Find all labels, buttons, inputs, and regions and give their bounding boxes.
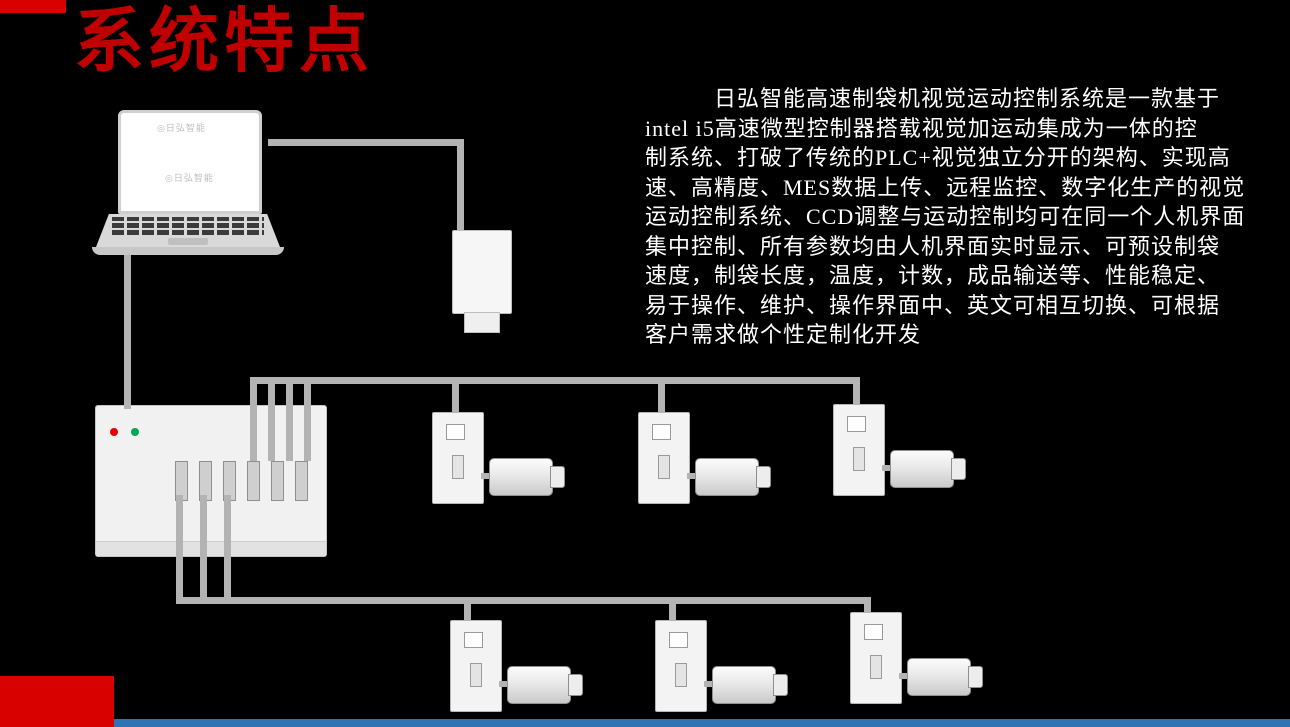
driver-display xyxy=(446,424,465,440)
driver-display xyxy=(652,424,671,440)
motor-shaft xyxy=(951,458,966,480)
driver-display xyxy=(847,416,866,432)
controller-bottom-panel xyxy=(96,541,326,556)
bus-cable-bottom xyxy=(176,597,871,604)
bottom-blue-bar xyxy=(114,719,1290,727)
camera-lens xyxy=(464,312,500,333)
power-led-red xyxy=(110,428,118,436)
servo-motor xyxy=(712,666,788,704)
watermark: ◎日弘智能 xyxy=(157,123,206,133)
driver-display xyxy=(669,632,688,648)
driver-connector xyxy=(470,663,482,687)
riser-cable-1 xyxy=(250,377,257,461)
motor-cable xyxy=(499,681,509,687)
down-cable-3 xyxy=(224,495,231,599)
motor-shaft xyxy=(568,674,583,696)
bottom-left-red-block xyxy=(0,676,114,727)
motor-shaft xyxy=(550,466,565,488)
description-line: 制系统、打破了传统的PLC+视觉独立分开的架构、实现高 xyxy=(645,145,1231,170)
status-led-green xyxy=(131,428,139,436)
description-line: 速度，制袋长度，温度，计数，成品输送等、性能稳定、 xyxy=(645,263,1221,288)
cable-laptop-to-camera-horizontal xyxy=(268,139,464,146)
io-slot xyxy=(271,461,284,501)
drive-unit-2 xyxy=(638,412,771,504)
description-line: 客户需求做个性定制化开发 xyxy=(645,322,922,347)
driver-display xyxy=(864,624,883,640)
servo-driver xyxy=(450,620,502,712)
camera-body xyxy=(452,230,512,314)
driver-connector xyxy=(675,663,687,687)
riser-cable-3 xyxy=(286,377,293,461)
motor-cable xyxy=(882,465,892,471)
servo-driver xyxy=(655,620,707,712)
drop-cable-driver-4 xyxy=(464,597,471,621)
servo-motor xyxy=(507,666,583,704)
drop-cable-driver-3 xyxy=(853,377,860,405)
servo-motor xyxy=(695,458,771,496)
description-line: 日弘智能高速制袋机视觉运动控制系统是一款基于 xyxy=(645,86,1221,111)
drop-cable-driver-5 xyxy=(669,597,676,621)
description-text: 日弘智能高速制袋机视觉运动控制系统是一款基于 intel i5高速微型控制器搭载… xyxy=(645,84,1290,350)
down-cable-1 xyxy=(176,495,183,599)
motor-shaft xyxy=(756,466,771,488)
driver-connector xyxy=(853,447,865,471)
motor-cable xyxy=(687,473,697,479)
io-slot xyxy=(295,461,308,501)
servo-motor xyxy=(907,658,983,696)
laptop-screen: ◎日弘智能 ◎日弘智能 xyxy=(118,110,262,214)
laptop-keyboard xyxy=(96,214,280,247)
laptop-base xyxy=(92,247,284,255)
driver-display xyxy=(464,632,483,648)
description-line: 易于操作、维护、操作界面中、英文可相互切换、可根据 xyxy=(645,292,1221,318)
servo-driver xyxy=(833,404,885,496)
servo-driver xyxy=(638,412,690,504)
servo-motor xyxy=(489,458,565,496)
description-line: 速、高精度、MES数据上传、远程监控、数字化生产的视觉 xyxy=(645,174,1246,200)
servo-driver xyxy=(432,412,484,504)
driver-connector xyxy=(658,455,670,479)
driver-connector xyxy=(452,455,464,479)
slide-title: 系统特点 xyxy=(74,0,374,82)
bus-cable-top xyxy=(250,377,860,384)
laptop-keys xyxy=(112,217,264,235)
drop-cable-driver-2 xyxy=(658,377,665,413)
drive-unit-4 xyxy=(450,620,583,712)
top-left-red-accent xyxy=(0,0,66,13)
io-slot xyxy=(247,461,260,501)
motor-cable xyxy=(481,473,491,479)
drive-unit-6 xyxy=(850,612,983,704)
description-line: intel i5高速微型控制器搭载视觉加运动集成为一体的控 xyxy=(645,115,1198,141)
laptop-touchpad xyxy=(168,238,208,245)
servo-motor xyxy=(890,450,966,488)
watermark: ◎日弘智能 xyxy=(165,173,214,183)
description-line: 运动控制系统、CCD调整与运动控制均可在同一个人机界面 xyxy=(645,204,1246,229)
drive-unit-3 xyxy=(833,404,966,496)
cable-laptop-to-camera-vertical xyxy=(457,139,464,232)
motor-cable xyxy=(899,673,909,679)
drive-unit-5 xyxy=(655,620,788,712)
servo-driver xyxy=(850,612,902,704)
down-cable-2 xyxy=(200,495,207,599)
driver-connector xyxy=(870,655,882,679)
drive-unit-1 xyxy=(432,412,565,504)
riser-cable-4 xyxy=(304,377,311,461)
drop-cable-driver-6 xyxy=(864,597,871,613)
motor-shaft xyxy=(968,666,983,688)
cable-laptop-to-controller xyxy=(124,250,131,409)
motor-cable xyxy=(704,681,714,687)
riser-cable-2 xyxy=(268,377,275,461)
drop-cable-driver-1 xyxy=(452,377,459,413)
motor-shaft xyxy=(773,674,788,696)
description-line: 集中控制、所有参数均由人机界面实时显示、可预设制袋 xyxy=(645,233,1221,259)
